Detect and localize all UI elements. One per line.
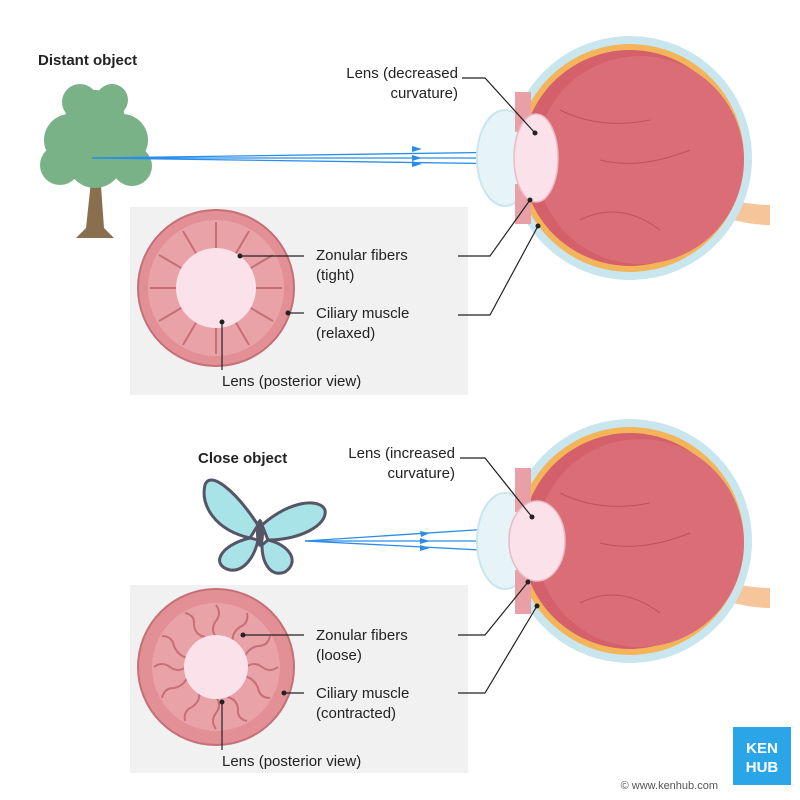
- zonular-fibers-label-distant: Zonular fibers(tight): [316, 247, 408, 284]
- copyright-text: © www.kenhub.com: [621, 780, 718, 792]
- butterfly-icon: [202, 478, 327, 575]
- zonular-fibers-label-close: Zonular fibers(loose): [316, 627, 408, 664]
- ciliary-muscle-label-distant: Ciliary muscle(relaxed): [316, 305, 409, 342]
- lens-posterior-view-close: [137, 588, 295, 746]
- leader-lines-distant: [219, 77, 541, 370]
- lens-posterior-view-distant: [137, 209, 295, 367]
- lens-posterior-label-close: Lens (posterior view): [222, 753, 361, 770]
- close-object-title: Close object: [198, 450, 287, 467]
- ciliary-muscle-label-close: Ciliary muscle(contracted): [316, 685, 409, 722]
- svg-text:KEN: KEN: [746, 740, 778, 757]
- eye-distant: [476, 36, 770, 280]
- tree-icon: [40, 84, 152, 238]
- eye-close: [476, 419, 770, 663]
- svg-text:HUB: HUB: [746, 759, 779, 776]
- leader-lines-close: [219, 457, 540, 750]
- distant-object-title: Distant object: [38, 52, 137, 69]
- lens-posterior-label-distant: Lens (posterior view): [222, 373, 361, 390]
- kenhub-logo: KEN HUB: [733, 727, 791, 785]
